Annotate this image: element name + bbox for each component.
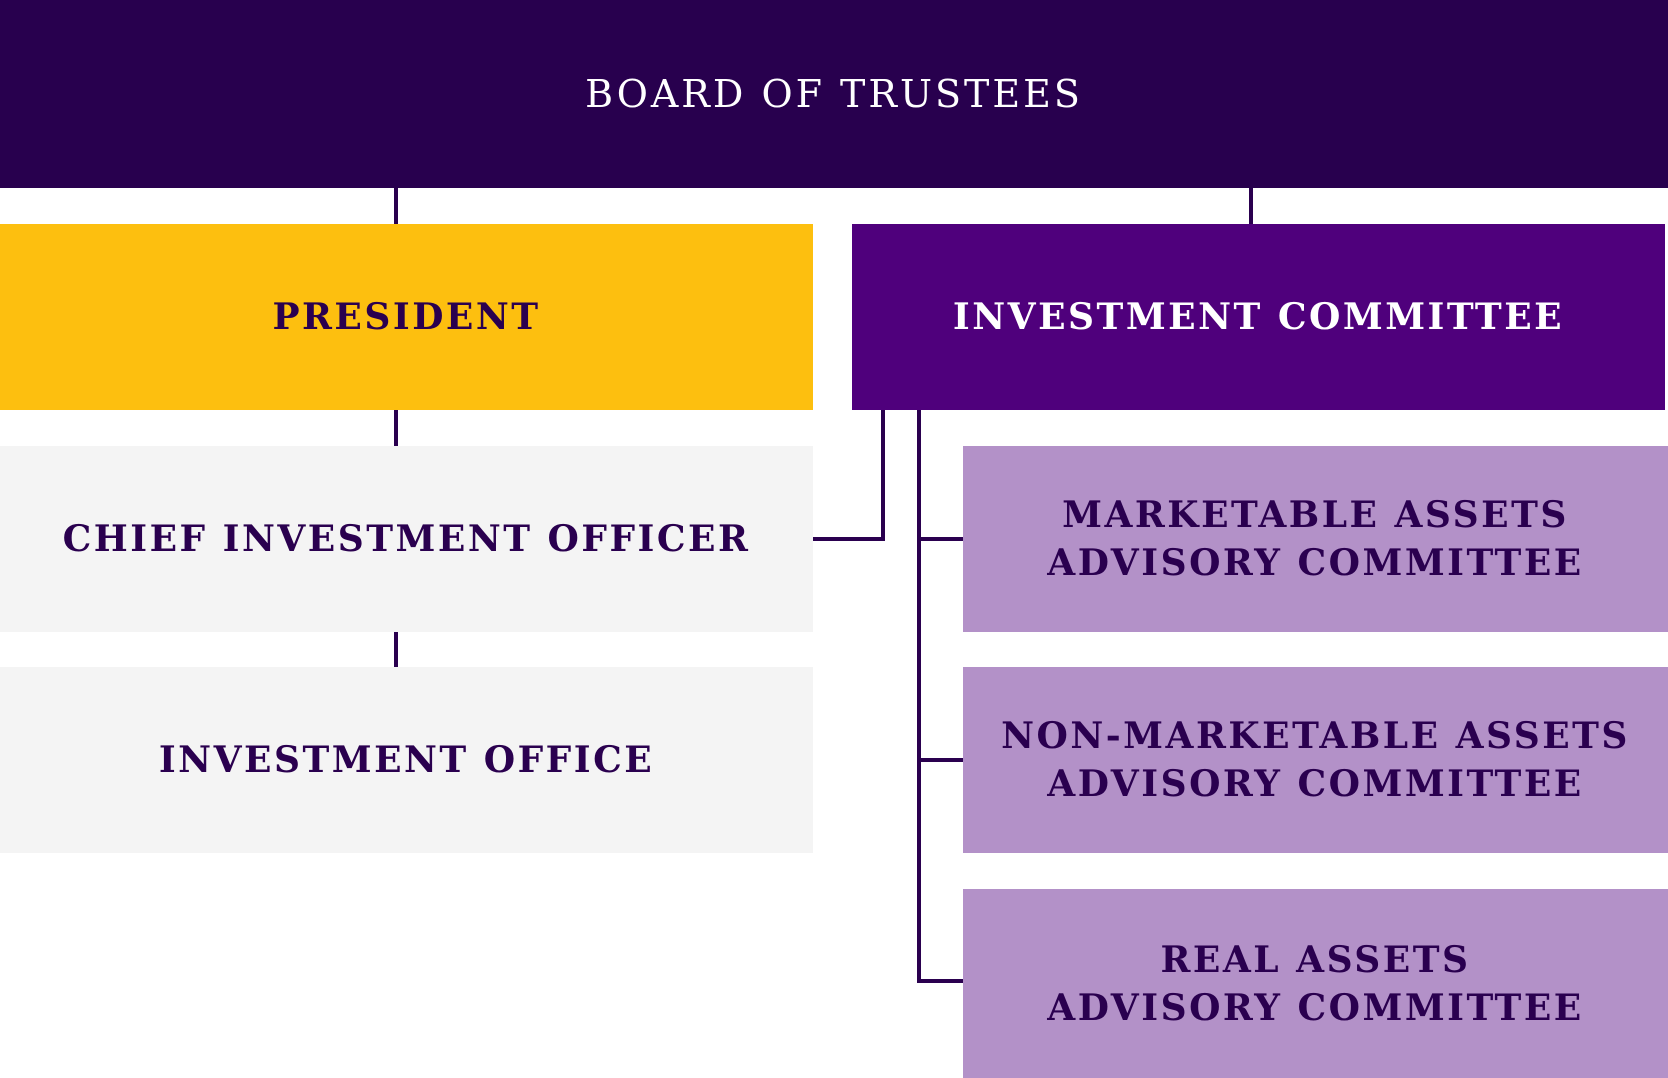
connector-president-cio [394,410,398,446]
connector-cio-investment-office [394,632,398,667]
investment-office-node: INVESTMENT OFFICE [0,667,813,853]
president-node: PRESIDENT [0,224,813,410]
connector-committee-advisory-trunk [917,410,921,983]
investment-committee-label: INVESTMENT COMMITTEE [952,296,1565,338]
non-marketable-assets-label-line2: ADVISORY COMMITTEE [1047,763,1584,805]
non-marketable-assets-label-line1: NON-MARKETABLE ASSETS [1001,715,1630,757]
connector-committee-cio-horizontal [813,537,885,541]
connector-trunk-marketable [917,537,963,541]
board-of-trustees-node: BOARD OF TRUSTEES [0,0,1668,188]
connector-trunk-real-assets [917,979,963,983]
real-assets-label-line1: REAL ASSETS [1160,938,1471,981]
connector-trunk-non-marketable [917,758,963,762]
investment-committee-node: INVESTMENT COMMITTEE [852,224,1665,410]
marketable-assets-label-line2: ADVISORY COMMITTEE [1047,542,1584,584]
chief-investment-officer-node: CHIEF INVESTMENT OFFICER [0,446,813,632]
marketable-assets-committee-node: MARKETABLE ASSETS ADVISORY COMMITTEE [963,446,1668,632]
non-marketable-assets-committee-node: NON-MARKETABLE ASSETS ADVISORY COMMITTEE [963,667,1668,853]
board-of-trustees-label: BOARD OF TRUSTEES [585,72,1083,116]
real-assets-committee-node: REAL ASSETS ADVISORY COMMITTEE [963,889,1668,1078]
marketable-assets-label-line1: MARKETABLE ASSETS [1062,494,1569,536]
connector-board-president [394,188,398,224]
connector-committee-cio-vertical [881,410,885,541]
connector-board-investment-committee [1249,188,1253,224]
chief-investment-officer-label: CHIEF INVESTMENT OFFICER [62,518,751,560]
real-assets-label-line2: ADVISORY COMMITTEE [1047,986,1584,1029]
investment-office-label: INVESTMENT OFFICE [158,739,655,781]
president-label: PRESIDENT [272,296,541,338]
